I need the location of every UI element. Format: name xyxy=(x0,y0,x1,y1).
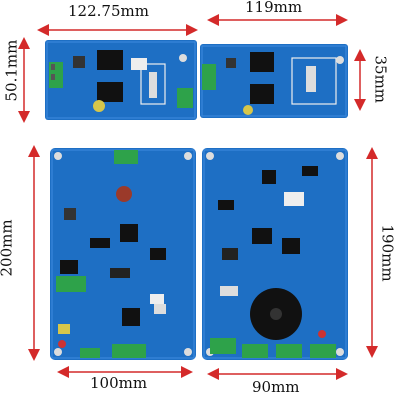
label-board2-height: 35mm xyxy=(371,55,390,104)
label-board4-width: 90mm xyxy=(252,378,300,396)
pcb-board-small-right xyxy=(200,44,348,118)
label-board1-height: 50.1mm xyxy=(2,39,21,102)
pcb-board-large-left xyxy=(50,148,196,360)
label-board4-height: 190mm xyxy=(378,224,397,282)
label-board1-width: 122.75mm xyxy=(68,2,149,20)
label-board3-width: 100mm xyxy=(90,374,148,392)
pcb-board-large-right xyxy=(202,148,348,360)
label-board2-width: 119mm xyxy=(245,0,303,16)
pcb-board-small-left xyxy=(45,40,197,120)
label-board3-height: 200mm xyxy=(0,219,16,277)
